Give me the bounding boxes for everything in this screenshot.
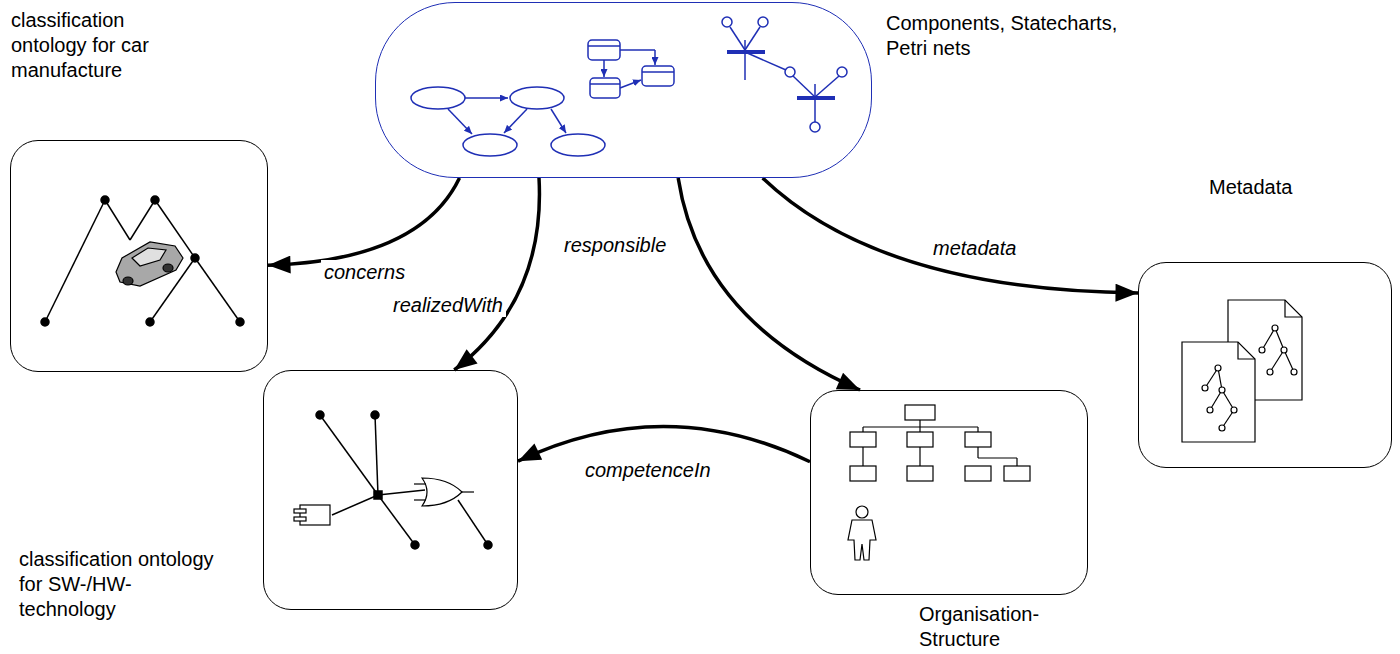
petri-net — [722, 17, 847, 132]
relation-label: responsible — [561, 233, 669, 257]
node-heading: classification ontology for SW-/HW-techn… — [19, 547, 219, 622]
model-blob: Components, Statecharts, Petri nets — [375, 2, 872, 178]
relation-arrow — [268, 178, 459, 265]
ontology-box: classification ontology for car manufact… — [10, 140, 268, 372]
ontology-box: classification ontology for SW-/HW-techn… — [263, 370, 518, 610]
relation-arrow — [678, 178, 860, 390]
logic-gate-icon — [414, 478, 474, 506]
org-chart — [850, 405, 1030, 481]
node-heading: classification ontology for car manufact… — [11, 8, 196, 83]
component-icon — [294, 505, 330, 525]
metadata-box: Metadata — [1138, 262, 1392, 468]
relation-arrow — [518, 426, 810, 461]
node-heading: Organisation- Structure — [919, 602, 1069, 652]
relation-label: metadata — [930, 236, 1019, 260]
relation-label: realizedWith — [390, 293, 506, 317]
relation-arrow — [454, 178, 539, 370]
component-boxes — [588, 40, 674, 98]
relation-label: concerns — [321, 260, 408, 284]
metadata-documents — [1182, 300, 1302, 442]
node-heading: Metadata — [1209, 175, 1359, 200]
person-icon — [848, 506, 876, 560]
car-icon — [116, 242, 183, 286]
car-tree — [41, 196, 244, 326]
relation-arrow — [763, 178, 1138, 293]
state-graph — [411, 87, 605, 156]
node-heading: Components, Statecharts, Petri nets — [886, 11, 1144, 61]
organisation-box: Organisation- Structure — [810, 390, 1088, 595]
relation-label: competenceIn — [582, 458, 714, 482]
technology-tree — [316, 411, 492, 549]
